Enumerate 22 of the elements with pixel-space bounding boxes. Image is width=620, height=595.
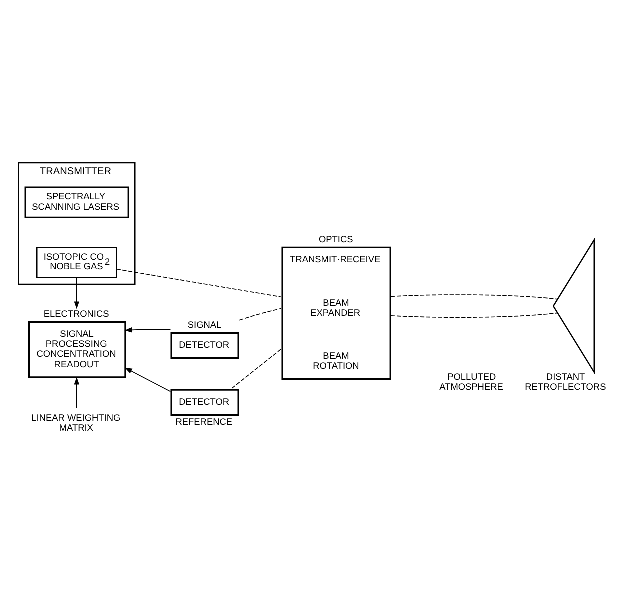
connector bbox=[390, 312, 558, 318]
node-label: ELECTRONICS bbox=[44, 309, 110, 320]
connector bbox=[239, 308, 282, 321]
connector bbox=[230, 348, 282, 390]
arrow bbox=[74, 377, 80, 409]
node-label: OPTICS bbox=[319, 234, 354, 244]
node-chevron bbox=[552, 238, 596, 375]
node-box: DETECTOR bbox=[170, 332, 240, 360]
node-box: DETECTOR bbox=[170, 389, 240, 416]
label: POLLUTED ATMOSPHERE bbox=[440, 372, 504, 392]
node-box: SIGNAL PROCESSING CONCENTRATION READOUT bbox=[28, 321, 126, 378]
arrow bbox=[124, 328, 172, 333]
arrow bbox=[124, 368, 172, 392]
node-box: TRANSMIT·RECEIVE BEAM EXPANDER BEAM ROTATION bbox=[282, 246, 392, 380]
node-label: DISTANT RETROFLECTORS bbox=[525, 372, 606, 392]
connector bbox=[390, 294, 558, 300]
arrow bbox=[74, 278, 80, 310]
node-box: SPECTRALLY SCANNING LASERS bbox=[24, 186, 130, 218]
node-label: REFERENCE bbox=[176, 417, 233, 428]
node-label: SIGNAL bbox=[188, 320, 222, 330]
connector bbox=[116, 268, 282, 298]
node-text: LINEAR WEIGHTING MATRIX bbox=[32, 412, 121, 433]
